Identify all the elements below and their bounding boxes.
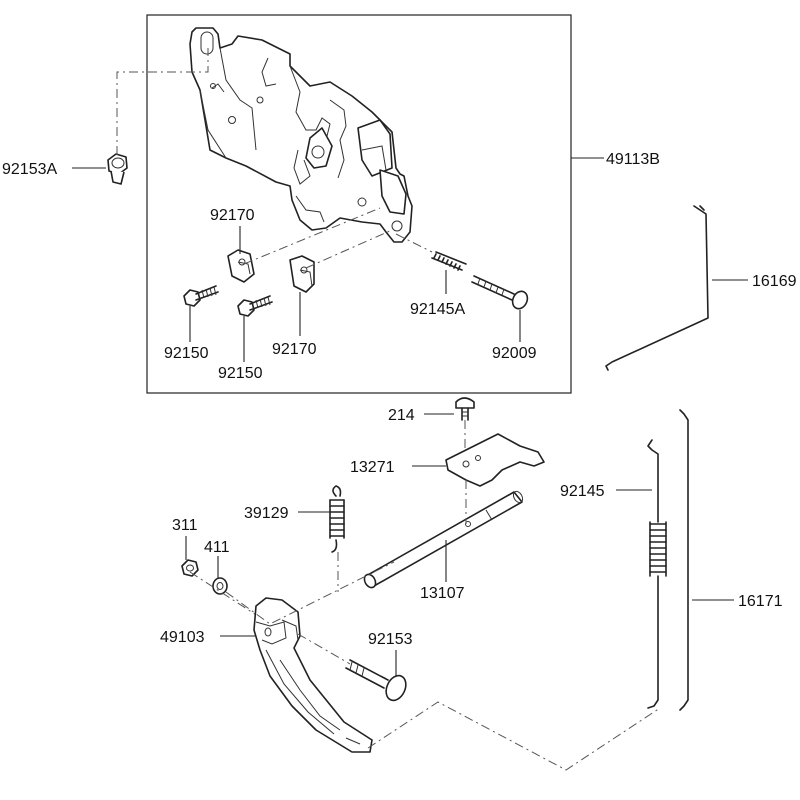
shaft-13107[interactable] (362, 490, 524, 590)
part-label-13271: 13271 (350, 459, 395, 476)
plate-13271[interactable] (445, 433, 545, 487)
bolt-92153[interactable] (345, 659, 410, 704)
spring-rod-92145[interactable] (647, 439, 667, 709)
dashed-line-clip-b (305, 229, 393, 269)
clip-92170-left[interactable] (227, 249, 255, 283)
dashed-line-92153 (297, 633, 351, 665)
dashed-line-lever (225, 561, 395, 625)
part-label-92145A: 92145A (410, 301, 465, 318)
dashed-line-clip-a (243, 207, 381, 265)
part-label-92153A: 92153A (2, 161, 57, 178)
part-label-311: 311 (172, 517, 198, 534)
part-label-214: 214 (388, 407, 415, 424)
spring-92145A[interactable] (431, 251, 467, 271)
part-label-49113B: 49113B (606, 151, 660, 168)
bolt-92153A[interactable] (107, 153, 128, 185)
rod-16169[interactable] (605, 205, 709, 371)
assembly-frame (146, 14, 572, 394)
bolt-92150-a[interactable] (183, 285, 219, 307)
part-label-92170-a: 92170 (210, 207, 255, 224)
screw-92009[interactable] (471, 275, 530, 311)
washer-411[interactable] (212, 577, 228, 595)
part-label-411: 411 (204, 539, 230, 556)
bolt-92150-b[interactable] (237, 295, 273, 317)
nut-311[interactable] (181, 559, 199, 577)
rod-16171[interactable] (679, 409, 689, 711)
clip-92170-right[interactable] (289, 255, 315, 293)
dashed-line-spring (395, 233, 433, 253)
part-label-92153: 92153 (368, 631, 413, 648)
control-plate-part[interactable] (189, 27, 413, 243)
part-label-92145: 92145 (560, 483, 605, 500)
part-label-49103: 49103 (160, 629, 205, 646)
part-label-92150-b: 92150 (218, 365, 263, 382)
screw-214[interactable] (455, 397, 475, 421)
part-label-16171: 16171 (738, 593, 783, 610)
part-label-92150-a: 92150 (164, 345, 209, 362)
part-label-39129: 39129 (244, 505, 289, 522)
dashed-line-92153A (116, 48, 209, 155)
part-label-16169: 16169 (752, 273, 797, 290)
lever-49103[interactable] (253, 597, 373, 753)
part-label-92009: 92009 (492, 345, 537, 362)
dashed-line-lever-rod (367, 701, 661, 771)
part-label-13107: 13107 (420, 585, 465, 602)
spring-39129[interactable] (329, 485, 345, 553)
part-label-92170-b: 92170 (272, 341, 317, 358)
